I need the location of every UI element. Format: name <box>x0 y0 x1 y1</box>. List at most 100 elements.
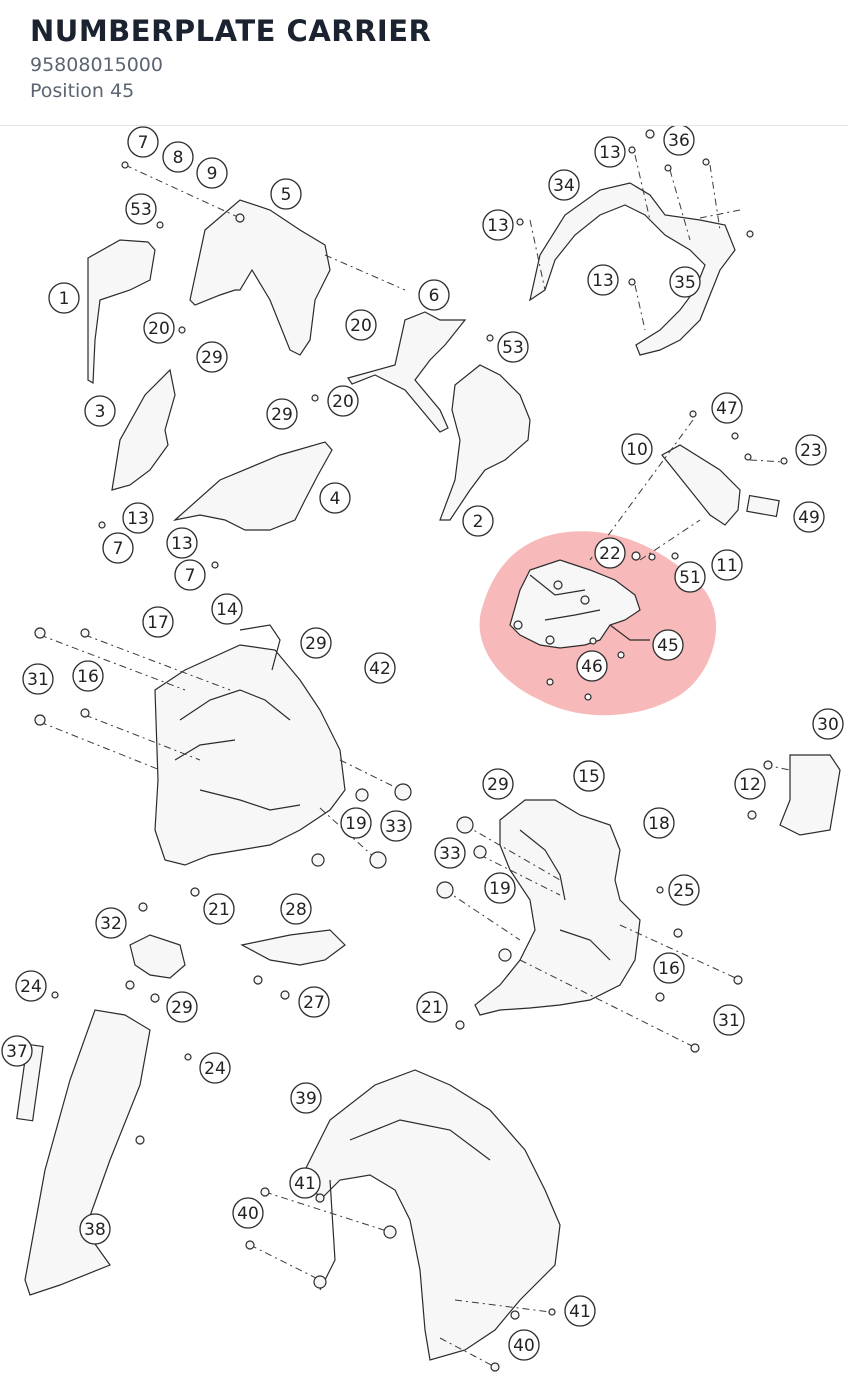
callout-circle <box>122 502 154 534</box>
callout-15[interactable]: 15 <box>573 760 605 792</box>
callout-label: 36 <box>668 131 690 151</box>
callout-13[interactable]: 13 <box>166 527 198 559</box>
callout-13[interactable]: 13 <box>594 136 626 168</box>
callout-circle <box>462 505 494 537</box>
callout-circle <box>652 629 684 661</box>
callout-39[interactable]: 39 <box>290 1082 322 1114</box>
callout-41[interactable]: 41 <box>564 1295 596 1327</box>
callout-11[interactable]: 11 <box>711 549 743 581</box>
callout-13[interactable]: 13 <box>482 209 514 241</box>
callout-45[interactable]: 45 <box>652 629 684 661</box>
callout-30[interactable]: 30 <box>812 708 844 740</box>
callout-16[interactable]: 16 <box>653 952 685 984</box>
callout-circle <box>127 126 159 158</box>
callout-21[interactable]: 21 <box>416 991 448 1023</box>
callout-13[interactable]: 13 <box>122 502 154 534</box>
callout-7[interactable]: 7 <box>127 126 159 158</box>
callout-13[interactable]: 13 <box>587 264 619 296</box>
callout-circle <box>166 991 198 1023</box>
callout-19[interactable]: 19 <box>484 872 516 904</box>
callout-label: 30 <box>817 715 839 735</box>
callout-circle <box>199 1052 231 1084</box>
callout-29[interactable]: 29 <box>300 627 332 659</box>
callout-36[interactable]: 36 <box>663 126 695 156</box>
callout-28[interactable]: 28 <box>280 893 312 925</box>
callout-29[interactable]: 29 <box>196 341 228 373</box>
callout-circle <box>142 606 174 638</box>
callout-4[interactable]: 4 <box>319 482 351 514</box>
callout-23[interactable]: 23 <box>795 434 827 466</box>
callout-label: 5 <box>281 185 292 205</box>
callout-37[interactable]: 37 <box>1 1035 33 1067</box>
callout-33[interactable]: 33 <box>380 810 412 842</box>
callout-53[interactable]: 53 <box>497 331 529 363</box>
callout-25[interactable]: 25 <box>668 874 700 906</box>
callout-circle <box>482 209 514 241</box>
callout-27[interactable]: 27 <box>298 986 330 1018</box>
callout-10[interactable]: 10 <box>621 433 653 465</box>
callout-8[interactable]: 8 <box>162 141 194 173</box>
callout-3[interactable]: 3 <box>84 395 116 427</box>
callout-12[interactable]: 12 <box>734 768 766 800</box>
callout-35[interactable]: 35 <box>669 266 701 298</box>
callout-circle <box>663 126 695 156</box>
callout-24[interactable]: 24 <box>15 970 47 1002</box>
callout-40[interactable]: 40 <box>232 1197 264 1229</box>
callout-circle <box>734 768 766 800</box>
callout-29[interactable]: 29 <box>166 991 198 1023</box>
callout-7[interactable]: 7 <box>174 559 206 591</box>
callout-49[interactable]: 49 <box>793 501 825 533</box>
callout-label: 25 <box>673 881 695 901</box>
callout-label: 21 <box>421 998 443 1018</box>
callout-41[interactable]: 41 <box>289 1167 321 1199</box>
callout-circle <box>289 1167 321 1199</box>
callout-31[interactable]: 31 <box>713 1004 745 1036</box>
callout-16[interactable]: 16 <box>72 660 104 692</box>
callout-1[interactable]: 1 <box>48 282 80 314</box>
callout-9[interactable]: 9 <box>196 157 228 189</box>
callout-2[interactable]: 2 <box>462 505 494 537</box>
callout-6[interactable]: 6 <box>418 279 450 311</box>
callout-47[interactable]: 47 <box>711 392 743 424</box>
callout-label: 20 <box>350 316 372 336</box>
callout-29[interactable]: 29 <box>482 768 514 800</box>
callout-29[interactable]: 29 <box>266 398 298 430</box>
callout-circle <box>72 660 104 692</box>
callout-19[interactable]: 19 <box>340 807 372 839</box>
callout-38[interactable]: 38 <box>79 1213 111 1245</box>
callout-circle <box>102 532 134 564</box>
callout-label: 29 <box>171 998 193 1018</box>
callout-18[interactable]: 18 <box>643 807 675 839</box>
callout-42[interactable]: 42 <box>364 652 396 684</box>
callout-circle <box>711 549 743 581</box>
callout-label: 8 <box>173 148 184 168</box>
callout-33[interactable]: 33 <box>434 837 466 869</box>
callout-34[interactable]: 34 <box>548 169 580 201</box>
callout-40[interactable]: 40 <box>508 1329 540 1361</box>
callout-51[interactable]: 51 <box>674 561 706 593</box>
callout-circle <box>95 907 127 939</box>
callout-circle <box>416 991 448 1023</box>
callout-label: 24 <box>204 1059 226 1079</box>
callout-32[interactable]: 32 <box>95 907 127 939</box>
callout-31[interactable]: 31 <box>22 663 54 695</box>
part-number: 95808015000 <box>30 54 163 76</box>
callout-17[interactable]: 17 <box>142 606 174 638</box>
callout-circle <box>795 434 827 466</box>
callout-46[interactable]: 46 <box>576 650 608 682</box>
callout-20[interactable]: 20 <box>345 309 377 341</box>
callout-22[interactable]: 22 <box>594 537 626 569</box>
callout-14[interactable]: 14 <box>211 593 243 625</box>
callout-20[interactable]: 20 <box>327 385 359 417</box>
callout-21[interactable]: 21 <box>203 893 235 925</box>
callout-circle <box>196 341 228 373</box>
callout-circle <box>643 807 675 839</box>
callout-label: 6 <box>429 286 440 306</box>
callout-20[interactable]: 20 <box>143 312 175 344</box>
callout-24[interactable]: 24 <box>199 1052 231 1084</box>
callout-53[interactable]: 53 <box>125 193 157 225</box>
callout-7[interactable]: 7 <box>102 532 134 564</box>
callout-label: 9 <box>207 164 218 184</box>
callout-circle <box>576 650 608 682</box>
callout-5[interactable]: 5 <box>270 178 302 210</box>
